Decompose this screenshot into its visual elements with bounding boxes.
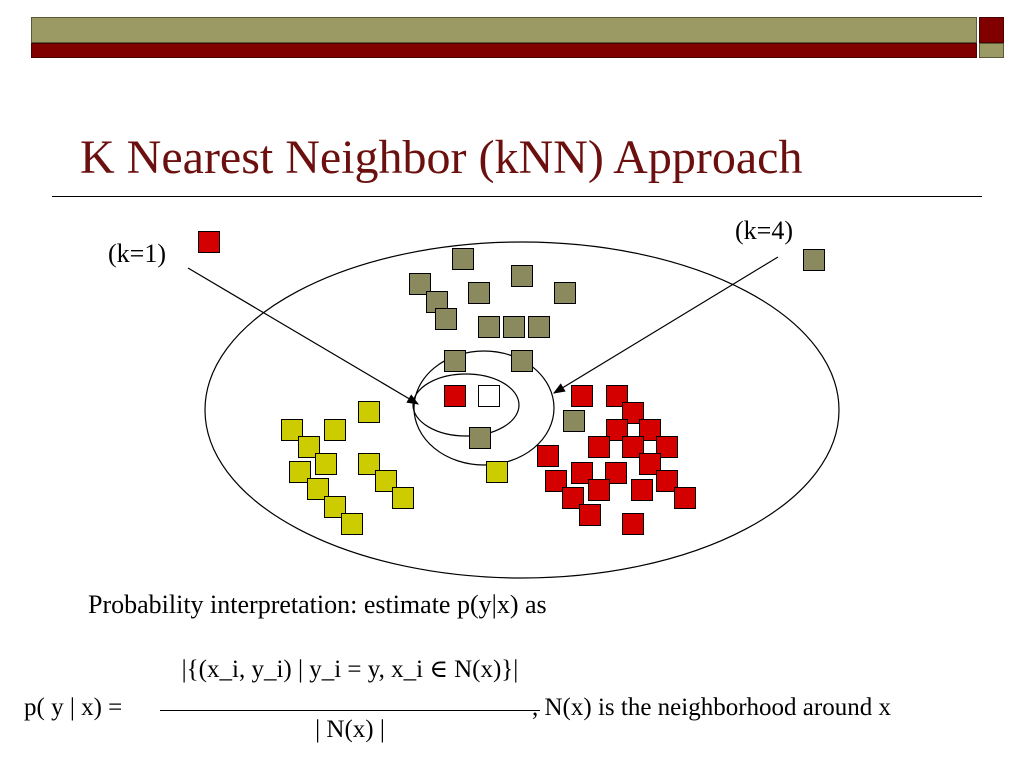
- red-point: [579, 504, 601, 526]
- gray-point: [511, 265, 533, 287]
- red-point: [639, 419, 661, 441]
- gray-point: [409, 273, 431, 295]
- data-points: [198, 231, 825, 535]
- yellow-point: [307, 478, 329, 500]
- red-point: [198, 231, 220, 253]
- yellow-point: [324, 419, 346, 441]
- red-point: [537, 445, 559, 467]
- gray-point: [469, 427, 491, 449]
- query-point: [478, 385, 500, 407]
- red-point: [588, 436, 610, 458]
- red-point: [656, 436, 678, 458]
- yellow-point: [298, 436, 320, 458]
- gray-point: [554, 282, 576, 304]
- gray-point: [452, 248, 474, 270]
- yellow-point: [358, 401, 380, 423]
- header-corner-maroon: [979, 17, 1004, 43]
- red-point: [622, 436, 644, 458]
- header-bar-maroon: [31, 43, 977, 58]
- probability-text: Probability interpretation: estimate p(y…: [88, 590, 547, 619]
- red-point: [622, 513, 644, 535]
- knn-probability-formula: p( y | x) = |{(x_i, y_i) | y_i = y, x_i …: [20, 650, 1020, 760]
- k1-arrow: [187, 267, 420, 405]
- red-point: [562, 487, 584, 509]
- red-point: [674, 487, 696, 509]
- red-point: [571, 385, 593, 407]
- formula-fraction-line: [160, 710, 540, 711]
- yellow-point: [289, 461, 311, 483]
- red-point: [606, 385, 628, 407]
- red-point: [588, 479, 610, 501]
- yellow-point: [315, 453, 337, 475]
- header-corner-olive: [979, 43, 1004, 58]
- k1-neighborhood-ellipse: [412, 373, 520, 437]
- red-point: [631, 479, 653, 501]
- gray-point: [803, 249, 825, 271]
- k4-neighborhood-circle: [413, 350, 555, 466]
- red-point: [605, 462, 627, 484]
- gray-point: [444, 350, 466, 372]
- gray-point: [478, 316, 500, 338]
- gray-point: [503, 316, 525, 338]
- formula-numerator: |{(x_i, y_i) | y_i = y, x_i ∈ N(x)}|: [181, 656, 519, 683]
- slide-title: K Nearest Neighbor (kNN) Approach: [80, 131, 803, 184]
- red-point: [571, 462, 593, 484]
- label-k1: (k=1): [108, 239, 166, 268]
- red-point: [545, 470, 567, 492]
- title-underline: [52, 196, 982, 197]
- red-point: [656, 470, 678, 492]
- formula-denominator: | N(x) |: [315, 716, 385, 743]
- probability-interpretation: Probability interpretation: estimate p(y…: [88, 590, 547, 620]
- yellow-point: [392, 487, 414, 509]
- yellow-point: [358, 453, 380, 475]
- gray-point: [435, 308, 457, 330]
- k4-arrow: [552, 256, 779, 394]
- red-point: [639, 453, 661, 475]
- yellow-point: [486, 461, 508, 483]
- yellow-point: [281, 419, 303, 441]
- gray-point: [511, 350, 533, 372]
- gray-point: [468, 282, 490, 304]
- yellow-point: [324, 496, 346, 518]
- red-point: [444, 385, 466, 407]
- header-bar-olive: [31, 17, 977, 43]
- formula-lhs: p( y | x) =: [24, 694, 123, 721]
- red-point: [606, 419, 628, 441]
- red-point: [622, 402, 644, 424]
- yellow-point: [341, 513, 363, 535]
- outer-ellipse: [204, 241, 840, 579]
- yellow-point: [375, 470, 397, 492]
- gray-point: [563, 410, 585, 432]
- gray-point: [528, 316, 550, 338]
- formula-rhs: , N(x) is the neighborhood around x: [532, 694, 891, 721]
- label-k4: (k=4): [735, 216, 793, 245]
